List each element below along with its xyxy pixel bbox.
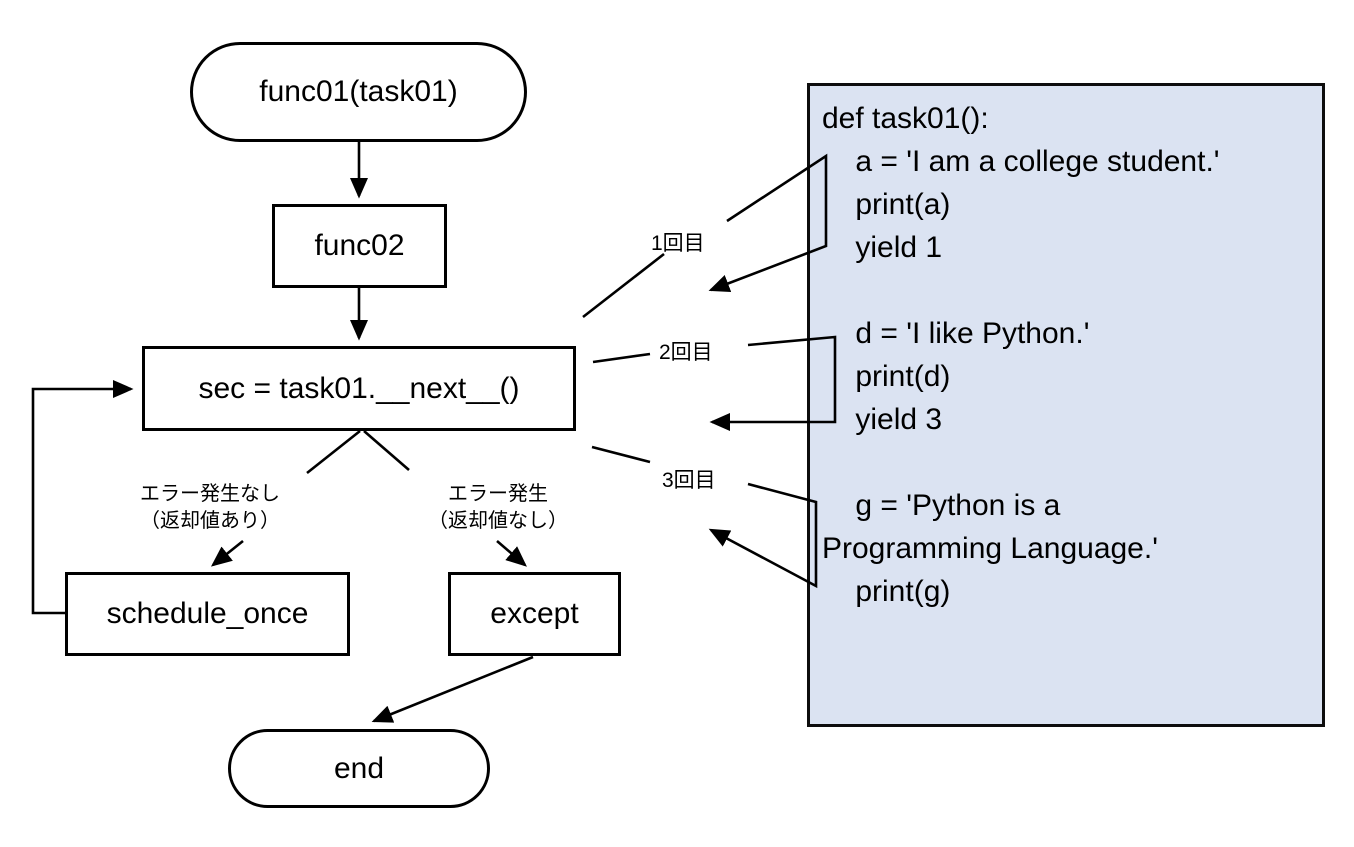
code-line: def task01(): [822,102,989,135]
arrow-except-to-end [371,655,534,723]
label-call-1: 1回目 [651,232,705,255]
code-line: yield 3 [822,403,943,436]
code-line: g = 'Python is a [822,489,1061,522]
node-func02: func02 [272,204,447,288]
code-panel [807,83,1325,727]
label-error-line1: エラー発生 [448,483,548,505]
arrow-to-schedule-once [210,539,244,567]
code-line: print(d) [822,360,951,393]
call3-line-out [591,445,651,464]
code-line: a = 'I am a college student.' [822,145,1220,178]
arrow-to-except [496,540,527,567]
node-schedule-once-label: schedule_once [106,597,309,630]
label-error-line2: （返却値なし） [428,510,568,532]
call2-line-out [592,352,651,364]
branch-line-error [363,430,410,471]
code-line: print(g) [822,575,951,608]
node-except-label: except [490,597,579,630]
node-end: end [228,729,490,808]
call3-bracket-return [708,482,818,589]
label-no-error-line1: エラー発生なし [140,483,280,505]
call1-bracket-return [708,153,828,292]
code-line: d = 'I like Python.' [822,317,1090,350]
call1-line-out [582,252,665,319]
label-call-2: 2回目 [659,341,713,364]
code-line: yield 1 [822,231,943,264]
node-func02-label: func02 [314,229,405,262]
node-next-call: sec = task01.__next__() [142,346,576,431]
label-no-error: エラー発生なし （返却値あり） [80,481,340,535]
code-listing: def task01(): a = 'I am a college studen… [822,97,1220,613]
call2-bracket-return [709,335,837,432]
label-error: エラー発生 （返却値なし） [368,481,628,535]
code-line: Programming Language.' [822,532,1158,565]
node-next-call-label: sec = task01.__next__() [198,371,520,405]
code-line: print(a) [822,188,951,221]
branch-line-no-error [306,429,361,475]
loopback-schedule-to-next [31,379,134,615]
node-start: func01(task01) [190,42,527,142]
label-no-error-line2: （返却値あり） [140,510,280,532]
node-end-label: end [333,751,385,785]
node-start-label: func01(task01) [259,75,458,108]
node-schedule-once: schedule_once [65,572,350,656]
label-call-3: 3回目 [662,469,716,492]
node-except: except [448,572,621,656]
